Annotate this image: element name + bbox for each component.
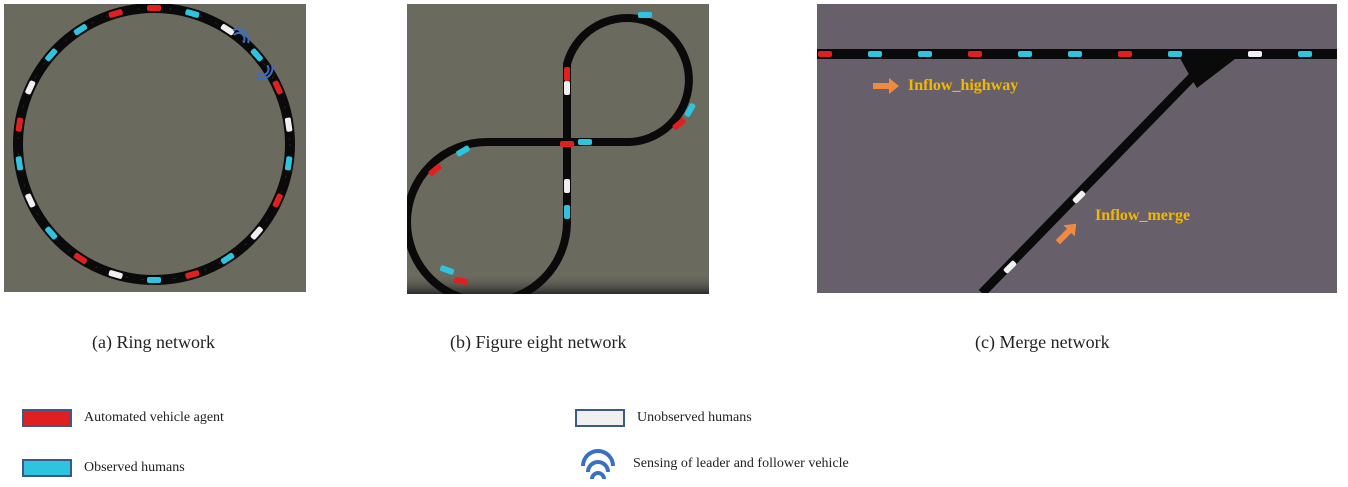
merge-background [817, 4, 1337, 293]
automated-vehicle [818, 51, 832, 57]
automated-vehicle [968, 51, 982, 57]
merge-network-diagram: Inflow_highway Inflow_merge [817, 4, 1337, 293]
ring-network-panel [4, 4, 306, 292]
legend-automated-label: Automated vehicle agent [84, 410, 224, 425]
unobserved-human-vehicle [25, 80, 36, 95]
figure-eight-road [407, 14, 693, 294]
observed-human-vehicle [147, 277, 161, 283]
automated-vehicle [560, 141, 574, 147]
legend-sensing-label: Sensing of leader and follower vehicle [633, 456, 849, 471]
legend-unobserved: Unobserved humans [575, 409, 752, 427]
unobserved-human-vehicle [1072, 190, 1086, 204]
observed-human-vehicle [15, 156, 24, 171]
inflow-highway-label: Inflow_highway [908, 77, 1018, 94]
automated-vehicle [672, 118, 686, 130]
observed-human-vehicle [1018, 51, 1032, 57]
figure-eight-bottom-shade [407, 274, 709, 294]
observed-human-vehicle [868, 51, 882, 57]
figure-eight-panel [407, 4, 709, 294]
unobserved-human-vehicle [1003, 260, 1017, 274]
figure-eight-caption: (b) Figure eight network [450, 332, 627, 352]
inflow-highway-arrow [873, 78, 899, 94]
inflow-merge-arrow [1055, 223, 1077, 245]
observed-human-vehicle [45, 226, 58, 240]
automated-vehicle [185, 270, 200, 279]
sensing-icon [256, 64, 274, 80]
automated-vehicle [564, 67, 570, 81]
observed-human-vehicle [638, 12, 652, 18]
legend-observed: Observed humans [22, 459, 185, 477]
figure-eight-diagram [407, 4, 709, 294]
unobserved-human-vehicle [564, 179, 570, 193]
observed-human-vehicle [564, 205, 570, 219]
ring-background [4, 4, 306, 292]
sensing-wave-icon [581, 449, 615, 480]
automated-vehicle [108, 9, 123, 18]
unobserved-human-vehicle [25, 193, 36, 208]
automated-vehicle [73, 252, 88, 264]
unobserved-human-vehicle [564, 81, 570, 95]
observed-human-vehicle [284, 156, 293, 171]
automated-vehicle [428, 164, 442, 176]
automated-vehicle [453, 277, 469, 285]
automated-vehicle-swatch [22, 409, 72, 427]
automated-vehicle [1118, 51, 1132, 57]
merge-vehicles [818, 51, 1312, 274]
legend-observed-label: Observed humans [84, 460, 185, 475]
automated-vehicle [147, 5, 161, 11]
observed-human-vehicle [918, 51, 932, 57]
unobserved-human-vehicle [1248, 51, 1262, 57]
automated-vehicle [272, 193, 283, 208]
merge-ramp-road [978, 64, 1205, 293]
sensing-icon [232, 28, 250, 44]
observed-human-vehicle [220, 252, 235, 264]
merge-network-caption: (c) Merge network [975, 332, 1110, 352]
observed-human-vehicle [456, 145, 470, 157]
automated-vehicle [15, 117, 24, 132]
observed-human-vehicle [1168, 51, 1182, 57]
observed-human-vehicle [578, 139, 592, 145]
unobserved-human-vehicle [220, 24, 235, 36]
observed-human-vehicle [45, 48, 58, 62]
observed-human-vehicle [73, 24, 88, 36]
unobserved-human-vehicle [250, 226, 263, 240]
unobserved-human-vehicle [108, 270, 123, 279]
observed-human-vehicle [684, 103, 696, 117]
observed-human-vehicle [185, 9, 200, 18]
merge-panel: Inflow_highway Inflow_merge [817, 4, 1337, 293]
unobserved-human-vehicle [284, 117, 293, 132]
observed-human-vehicle [1068, 51, 1082, 57]
figure-eight-vehicles [428, 12, 696, 285]
observed-human-vehicle [439, 265, 455, 275]
inflow-merge-label: Inflow_merge [1095, 207, 1190, 224]
legend-sensing: Sensing of leader and follower vehicle [575, 448, 849, 480]
legend-automated: Automated vehicle agent [22, 409, 224, 427]
observed-humans-swatch [22, 459, 72, 477]
automated-vehicle [272, 80, 283, 95]
observed-human-vehicle [1298, 51, 1312, 57]
observed-human-vehicle [250, 48, 263, 62]
ring-network-caption: (a) Ring network [92, 332, 215, 352]
legend-unobserved-label: Unobserved humans [637, 410, 752, 425]
unobserved-humans-swatch [575, 409, 625, 427]
ring-vehicles [15, 5, 293, 283]
ring-network-diagram [4, 4, 306, 292]
